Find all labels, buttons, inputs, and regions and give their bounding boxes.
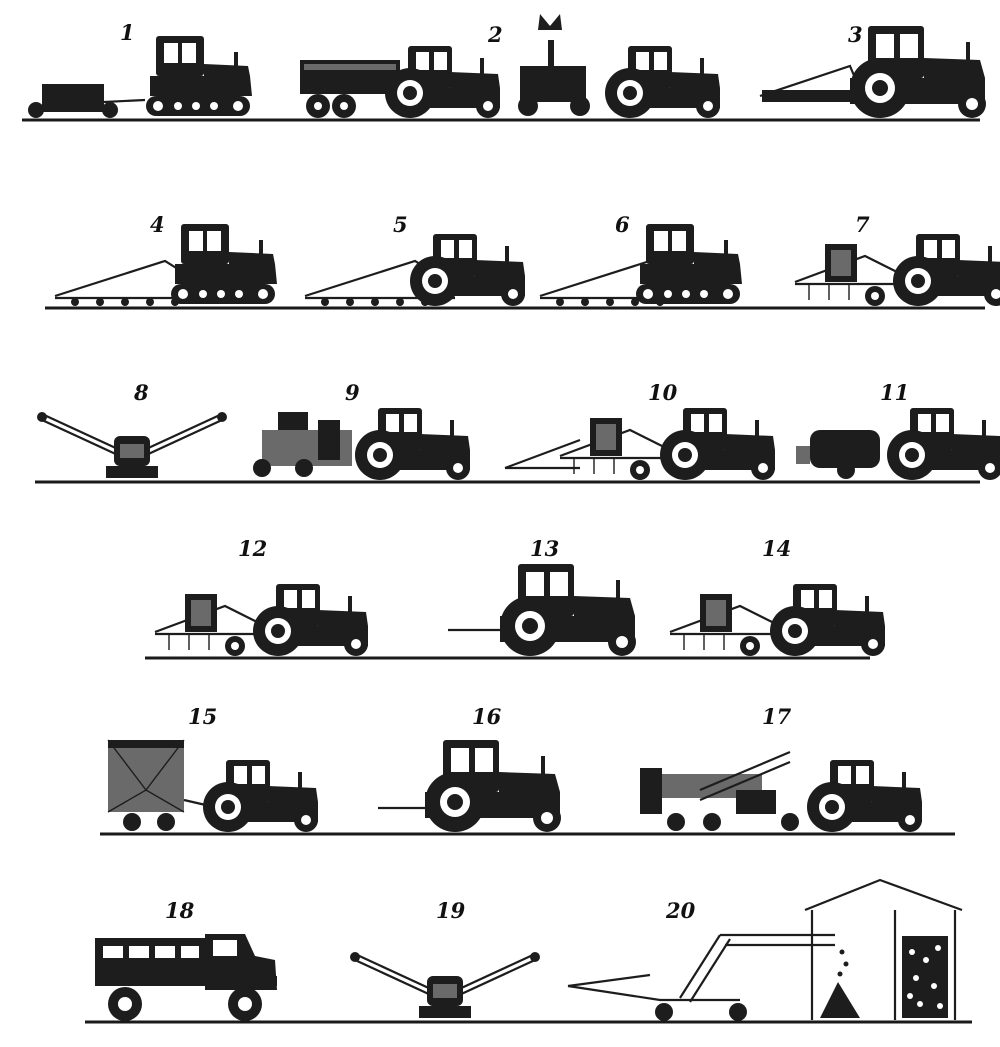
machine-6-plow-crawler: [538, 224, 742, 308]
label-12: 12: [238, 536, 267, 561]
machine-16-cab-tractor: [378, 740, 561, 832]
figure-labels: 1 2 3 4 5 6 7 8 9 10 11 12 13 14 15 16 1…: [120, 20, 909, 923]
row-2: [45, 224, 1000, 310]
machine-8-conveyor-loader: [35, 410, 229, 480]
machine-12-seeder-tractor: [153, 584, 368, 658]
row-3: [35, 408, 1000, 484]
machine-5-plow-tractor: [303, 234, 525, 308]
machine-3-plow-tractor: [759, 26, 986, 118]
label-1: 1: [120, 20, 135, 45]
machine-2-trailer-tractor: [300, 14, 720, 118]
row-1: [22, 14, 986, 122]
label-11: 11: [880, 380, 909, 405]
label-4: 4: [150, 212, 165, 237]
label-16: 16: [472, 704, 502, 729]
label-2: 2: [487, 22, 503, 47]
label-15: 15: [188, 704, 217, 729]
machine-18-truck: [95, 934, 277, 1021]
label-5: 5: [393, 212, 408, 237]
label-8: 8: [133, 380, 149, 405]
machine-4-harrow-crawler: [53, 224, 277, 308]
machine-19-conveyor-loader: [348, 950, 542, 1020]
label-9: 9: [345, 380, 360, 405]
machine-20-conveyor-storage: [567, 878, 963, 1021]
label-6: 6: [615, 212, 630, 237]
row-4: [145, 564, 885, 660]
label-18: 18: [165, 898, 195, 923]
label-20: 20: [665, 898, 696, 923]
label-19: 19: [436, 898, 466, 923]
label-17: 17: [762, 704, 792, 729]
machine-9-harvester-tractor: [253, 408, 470, 480]
machine-17-harvester-tractor: [640, 750, 922, 832]
machine-11-tank-tractor: [796, 408, 1000, 480]
label-10: 10: [648, 380, 678, 405]
machine-15-baler-tractor: [107, 739, 318, 832]
machine-10-seeder-tractor: [504, 408, 775, 482]
label-3: 3: [848, 22, 863, 47]
machine-13-cab-tractor: [448, 564, 636, 656]
machine-7-seeder-tractor: [793, 234, 1000, 308]
label-7: 7: [855, 212, 870, 237]
row-5: [100, 739, 955, 836]
label-14: 14: [762, 536, 791, 561]
row-6: [85, 878, 972, 1024]
machine-14-seeder-tractor: [668, 584, 885, 658]
label-13: 13: [530, 536, 559, 561]
machine-1-seeder-crawler: [28, 36, 252, 118]
